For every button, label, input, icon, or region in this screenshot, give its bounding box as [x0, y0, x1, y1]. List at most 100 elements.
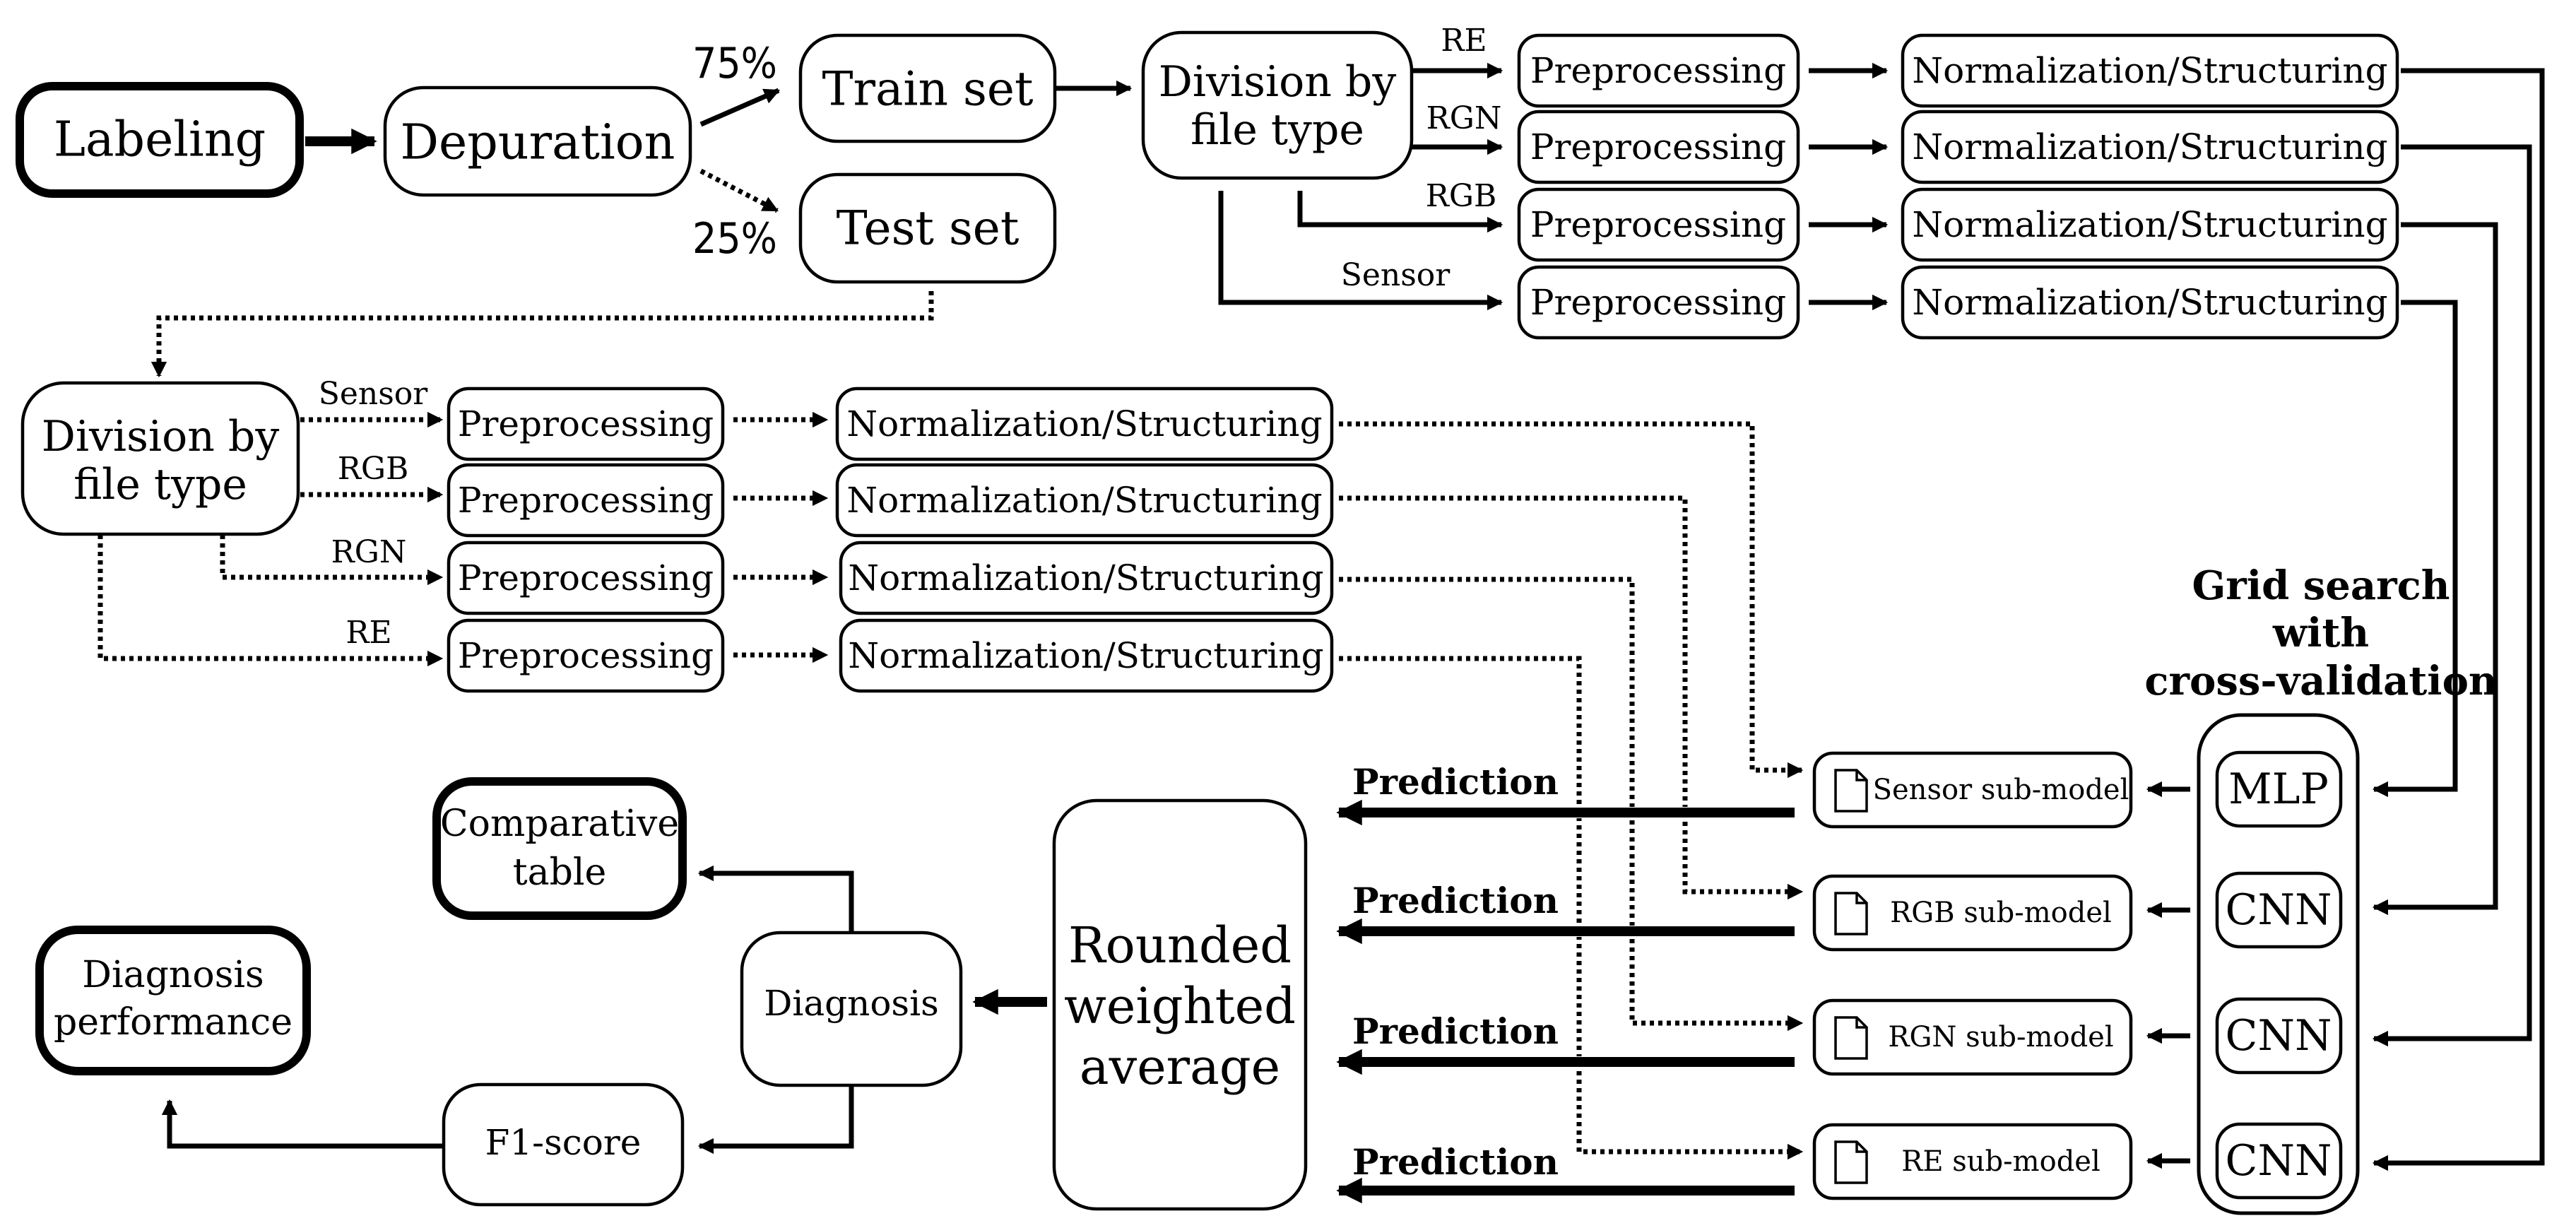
ensemble-line1: Rounded	[1068, 916, 1292, 974]
train-preprocessing-rgb-label: Preprocessing	[1530, 204, 1786, 245]
test-normalization-re-label: Normalization/Structuring	[848, 635, 1323, 676]
comparative-table-line2: table	[513, 851, 607, 894]
comparative-table-line1: Comparative	[440, 803, 679, 845]
comparative-table-node: Comparative table	[432, 777, 687, 920]
diagnosis-node: Diagnosis	[740, 931, 963, 1087]
diagnosis-performance-node: Diagnosis performance	[35, 926, 311, 1075]
arrow-train-sensor	[1218, 191, 1503, 311]
grid-search-title-line1: Grid search	[2192, 562, 2450, 609]
train-edge-rgn: RGN	[1426, 100, 1502, 136]
test-row-rgn: Preprocessing Normalization/Structuring	[447, 541, 1334, 615]
arrow-norm-rgn-submodel	[1339, 577, 1804, 1032]
train-division-node: Division by file type	[1141, 30, 1414, 180]
prediction-arrows	[1336, 799, 1795, 1204]
prediction-label-rgn: Prediction	[1352, 1010, 1559, 1052]
train-row-rgn: Preprocessing Normalization/Structuring	[1517, 110, 2399, 184]
test-normalization-rgn-label: Normalization/Structuring	[848, 557, 1323, 598]
train-preprocessing-rgn-label: Preprocessing	[1530, 126, 1786, 167]
submodels: Sensor sub-model RGB sub-model RGN sub-m…	[1812, 751, 2133, 1200]
submodel-rgn-label: RGN sub-model	[1888, 1021, 2113, 1053]
arrow-norm-sensor-submodel	[1339, 421, 1804, 779]
depuration-label: Depuration	[401, 115, 675, 171]
test-preprocessing-re-label: Preprocessing	[458, 635, 714, 676]
train-normalization-rgn-label: Normalization/Structuring	[1912, 126, 2387, 167]
prediction-label-sensor: Prediction	[1352, 761, 1559, 803]
train-normalization-sensor	[1901, 265, 2399, 340]
train-preprocessing-sensor	[1517, 265, 1800, 340]
arrow-norm-re-cnn	[2372, 68, 2545, 1171]
diagnosis-label: Diagnosis	[764, 983, 939, 1024]
labeling-label: Labeling	[54, 112, 266, 168]
test-normalization-rgb	[835, 463, 1334, 538]
arrow-test-re	[98, 535, 444, 667]
model-mlp-label: MLP	[2228, 764, 2329, 814]
test-row-sensor: Preprocessing Normalization/Structuring	[447, 386, 1334, 461]
test-normalization-sensor-label: Normalization/Structuring	[846, 403, 1322, 444]
test-edge-re: RE	[345, 615, 391, 651]
test-preprocessing-rgb	[447, 463, 725, 538]
document-icon	[1834, 1140, 1868, 1184]
test-division-line2: file type	[73, 460, 247, 509]
test-set-node: Test set	[798, 172, 1057, 284]
submodel-sensor: Sensor sub-model	[1812, 751, 2133, 829]
test-preprocessing-rgn	[447, 541, 725, 615]
document-icon	[1834, 769, 1868, 813]
test-preprocessing-rgn-label: Preprocessing	[458, 557, 714, 598]
test-rows: Preprocessing Normalization/Structuring …	[447, 386, 1334, 693]
grid-search-title: Grid search with cross-validation	[2144, 562, 2497, 704]
ensemble-line3: average	[1080, 1038, 1280, 1096]
grid-search-title-line2: with	[2272, 610, 2369, 656]
train-preprocessing-sensor-label: Preprocessing	[1530, 282, 1786, 323]
train-normalization-re-label: Normalization/Structuring	[1912, 50, 2387, 91]
arrow-norm-rgb-submodel	[1339, 495, 1804, 900]
test-row-re: Preprocessing Normalization/Structuring	[447, 618, 1334, 693]
train-row-sensor: Preprocessing Normalization/Structuring	[1517, 265, 2399, 340]
test-preprocessing-rgb-label: Preprocessing	[458, 480, 714, 521]
model-cnn-rgb	[2215, 871, 2343, 949]
model-cnn-re-label: CNN	[2226, 1136, 2332, 1186]
arrow-train-rgb	[1297, 191, 1503, 233]
submodel-sensor-label: Sensor sub-model	[1873, 774, 2129, 806]
train-normalization-rgn	[1901, 110, 2399, 184]
prediction-label-re: Prediction	[1352, 1141, 1559, 1183]
submodel-re-label: RE sub-model	[1901, 1145, 2101, 1178]
train-preprocessing-rgb	[1517, 187, 1800, 262]
diagnosis-performance-line2: performance	[54, 1001, 293, 1044]
train-division-line1: Division by	[1159, 57, 1397, 107]
arrow-test-division	[150, 291, 934, 378]
diagnosis-performance-line1: Diagnosis	[82, 954, 264, 996]
grid-search-container: MLP CNN CNN CNN	[2197, 713, 2360, 1215]
test-edge-rgn: RGN	[331, 534, 407, 570]
submodel-rgb-label: RGB sub-model	[1890, 897, 2112, 929]
grid-search-title-line3: cross-validation	[2144, 658, 2497, 704]
document-icon	[1834, 892, 1868, 935]
document-icon	[1834, 1016, 1868, 1060]
test-preprocessing-sensor	[447, 386, 725, 461]
train-row-rgb: Preprocessing Normalization/Structuring	[1517, 187, 2399, 262]
f1-score-label: F1-score	[485, 1122, 642, 1163]
labeling-node: Labeling	[16, 82, 304, 198]
submodel-rgb: RGB sub-model	[1812, 874, 2133, 952]
train-division-line2: file type	[1190, 105, 1364, 155]
arrow-norm-rgb-cnn	[2372, 222, 2498, 916]
rounded-weighted-average-node: Rounded weighted average	[1052, 798, 1308, 1211]
model-cnn-rgn-label: CNN	[2226, 1011, 2332, 1061]
arrow-diagnosis-comparative	[697, 865, 854, 931]
train-row-re: Preprocessing Normalization/Structuring	[1517, 33, 2399, 108]
test-normalization-sensor	[835, 386, 1334, 461]
train-preprocessing-re	[1517, 33, 1800, 108]
train-normalization-sensor-label: Normalization/Structuring	[1912, 282, 2387, 323]
split-test-pct: 25%	[692, 214, 777, 264]
train-preprocessing-re-label: Preprocessing	[1530, 50, 1786, 91]
model-cnn-re	[2215, 1122, 2343, 1200]
submodel-re: RE sub-model	[1812, 1123, 2133, 1200]
test-division-line1: Division by	[42, 412, 280, 461]
train-normalization-re	[1901, 33, 2399, 108]
model-mlp	[2215, 750, 2343, 828]
test-division-node: Division by file type	[20, 381, 300, 536]
arrow-depuration-train	[699, 88, 781, 127]
arrow-depuration-test	[699, 168, 779, 213]
test-normalization-re	[839, 618, 1334, 693]
train-edge-rgb: RGB	[1426, 178, 1497, 214]
